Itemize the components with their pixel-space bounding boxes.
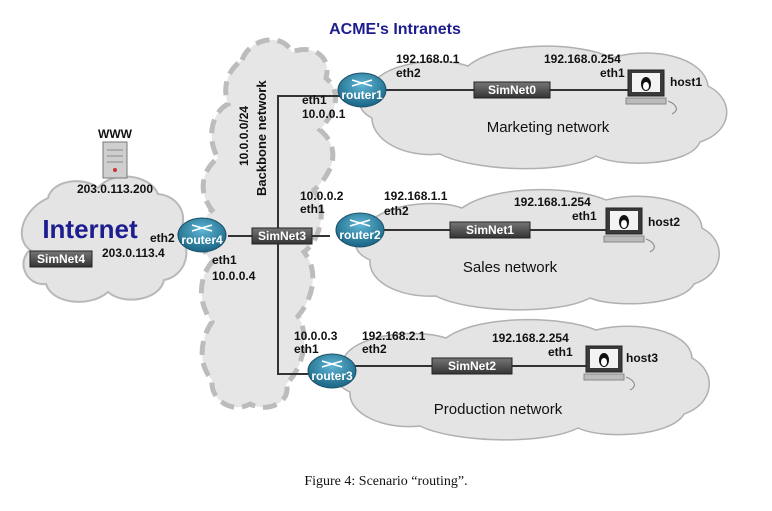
router4-eth2-ip: 203.0.113.4 <box>102 246 165 260</box>
router1-eth1-ip: 10.0.0.1 <box>302 107 346 121</box>
internet-label: Internet <box>42 214 138 244</box>
router3-eth2: eth2 <box>362 342 387 356</box>
backbone-subnet: 10.0.0.0/24 <box>237 106 251 166</box>
simnet1-box: SimNet1 <box>449 221 531 239</box>
simnet4-box: SimNet4 <box>29 250 93 268</box>
www-server-icon[interactable] <box>102 141 128 179</box>
router4[interactable]: router4 <box>177 217 227 253</box>
host1-eth1: eth1 <box>600 66 625 80</box>
host2-label: host2 <box>648 215 680 229</box>
host3-ip: 192.168.2.254 <box>492 331 569 345</box>
network-diagram: ACME's Intranets router1 router2 rou <box>20 21 728 441</box>
router2[interactable]: router2 <box>335 212 385 248</box>
router4-eth2: eth2 <box>150 231 175 245</box>
sales-network-label: Sales network <box>463 259 558 276</box>
router1-eth2: eth2 <box>396 66 421 80</box>
host2-ip: 192.168.1.254 <box>514 195 591 209</box>
host3-computer-icon[interactable] <box>583 345 635 391</box>
simnet4-label: SimNet4 <box>37 252 85 266</box>
router-arrows-icon <box>191 224 213 232</box>
diagram-title: ACME's Intranets <box>329 21 461 38</box>
backbone-name: Backbone network <box>254 80 269 196</box>
www-label: WWW <box>98 127 133 141</box>
simnet0-box: SimNet0 <box>473 81 551 99</box>
production-network-label: Production network <box>434 401 563 418</box>
simnet2-box: SimNet2 <box>431 357 513 375</box>
router3-eth1: eth1 <box>294 342 319 356</box>
router3[interactable]: router3 <box>307 353 357 389</box>
router1[interactable]: router1 <box>337 72 387 108</box>
backbone-cloud <box>198 37 339 410</box>
simnet0-label: SimNet0 <box>488 83 536 97</box>
router2-label: router2 <box>339 228 381 242</box>
router2-eth1: eth1 <box>300 202 325 216</box>
link-backbone-router3 <box>277 236 320 375</box>
router4-eth1-ip: 10.0.0.4 <box>212 269 256 283</box>
router3-eth1-ip: 10.0.0.3 <box>294 329 338 343</box>
host1-computer-icon[interactable] <box>625 69 677 115</box>
router2-eth2: eth2 <box>384 204 409 218</box>
host3-eth1: eth1 <box>548 345 573 359</box>
link-backbone-router1 <box>277 95 352 236</box>
router-arrows-icon <box>349 219 371 227</box>
host3-label: host3 <box>626 351 658 365</box>
router1-eth2-ip: 192.168.0.1 <box>396 52 460 66</box>
host2-eth1: eth1 <box>572 209 597 223</box>
host1-label: host1 <box>670 75 702 89</box>
simnet1-label: SimNet1 <box>466 223 514 237</box>
router1-label: router1 <box>341 88 383 102</box>
router3-eth2-ip: 192.168.2.1 <box>362 329 426 343</box>
router4-eth1: eth1 <box>212 253 237 267</box>
www-ip: 203.0.113.200 <box>77 182 153 196</box>
router2-eth1-ip: 10.0.0.2 <box>300 189 344 203</box>
router-arrows-icon <box>351 79 373 87</box>
simnet3-box: SimNet3 <box>251 227 313 245</box>
figure-caption: Figure 4: Scenario “routing”. <box>304 474 468 489</box>
router1-eth1: eth1 <box>302 93 327 107</box>
host1-ip: 192.168.0.254 <box>544 52 621 66</box>
marketing-network-label: Marketing network <box>487 119 610 136</box>
router3-label: router3 <box>311 369 353 383</box>
simnet2-label: SimNet2 <box>448 359 496 373</box>
simnet3-label: SimNet3 <box>258 229 306 243</box>
router2-eth2-ip: 192.168.1.1 <box>384 189 448 203</box>
router-arrows-icon <box>321 360 343 368</box>
host2-computer-icon[interactable] <box>603 207 655 253</box>
router4-label: router4 <box>181 233 223 247</box>
